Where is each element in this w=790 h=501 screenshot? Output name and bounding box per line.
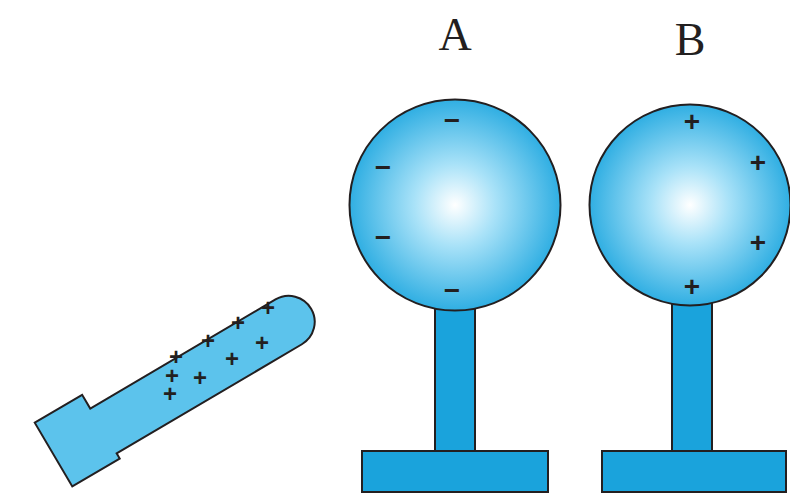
charge-sign: + [193,366,207,390]
sphere-label: B [675,17,706,63]
charge-sign: + [165,364,179,388]
sphere-label: A [438,12,471,58]
charge-sign: − [444,277,460,305]
charge-sign: + [225,347,239,371]
charge-sign: − [375,154,391,182]
charge-sign: − [375,224,391,252]
charge-sign: + [684,273,700,301]
charge-sign: + [750,149,766,177]
charge-sign: + [684,108,700,136]
charge-sign: + [261,296,275,320]
charge-sign: + [750,229,766,257]
stand-b [602,300,786,492]
charge-sign: − [444,107,460,135]
charge-sign: + [255,331,269,355]
charge-sign: + [231,311,245,335]
stand-a [362,305,548,492]
charged-rod [35,272,328,486]
charge-sign: + [201,329,215,353]
